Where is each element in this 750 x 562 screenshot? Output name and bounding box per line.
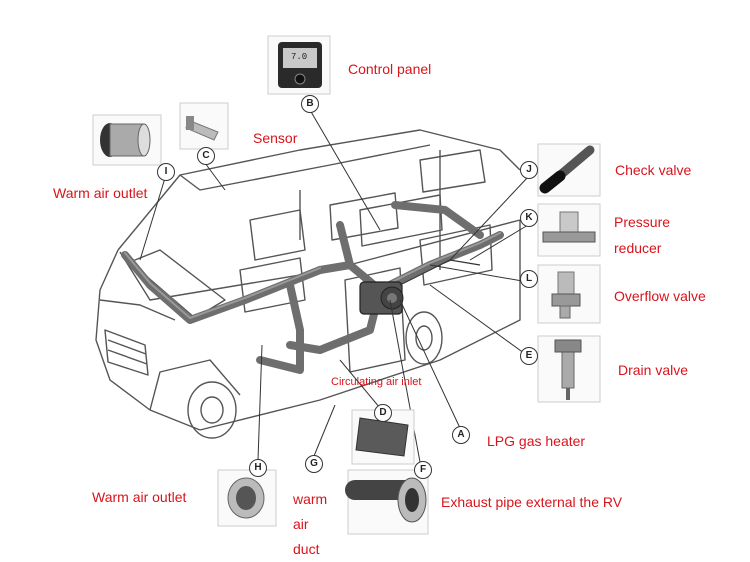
check-valve-thumbnail: [537, 143, 601, 197]
label-warm-air-outlet-top: Warm air outlet: [53, 185, 148, 201]
label-control-panel: Control panel: [348, 61, 432, 77]
label-check-valve: Check valve: [615, 162, 692, 178]
overflow-valve-thumbnail: [537, 264, 601, 324]
label-circulating-air-inlet: Circulating air inlet: [331, 376, 422, 388]
lpg-gas-heater-unit: [359, 281, 404, 315]
callout-e: E: [520, 347, 538, 365]
callout-g: G: [305, 455, 323, 473]
callout-a: A: [452, 426, 470, 444]
control-panel-display-readout: 7.0: [291, 52, 308, 62]
warm-air-outlet-thumbnail-bottom: [217, 469, 277, 527]
exhaust-pipe-thumbnail: [345, 469, 429, 535]
callout-h: H: [249, 459, 267, 477]
callout-b: B: [301, 95, 319, 113]
rv-wheels: [187, 311, 443, 439]
label-warm-air-duct: warm air duct: [293, 491, 328, 557]
label-overflow-valve: Overflow valve: [614, 288, 706, 304]
warm-air-outlet-thumbnail-top: [92, 114, 162, 166]
label-exhaust-pipe: Exhaust pipe external the RV: [441, 494, 623, 510]
label-drain-valve: Drain valve: [618, 362, 689, 378]
label-lpg-gas-heater: LPG gas heater: [487, 433, 586, 449]
callout-f: F: [414, 461, 432, 479]
callout-d: D: [374, 404, 392, 422]
callout-k: K: [520, 209, 538, 227]
rv-body: [95, 129, 521, 431]
pressure-reducer-thumbnail: [537, 203, 601, 257]
leader-lines: [139, 109, 529, 463]
sensor-thumbnail: [179, 102, 229, 150]
callout-l: L: [520, 270, 538, 288]
callout-i: I: [157, 163, 175, 181]
warm-air-ducts: [121, 201, 504, 374]
control-panel-thumbnail: [267, 35, 331, 95]
label-sensor: Sensor: [253, 130, 298, 146]
drain-valve-thumbnail: [537, 335, 601, 403]
callout-j: J: [520, 161, 538, 179]
label-pressure-reducer: Pressure reducer: [614, 214, 671, 256]
callout-c: C: [197, 147, 215, 165]
label-warm-air-outlet-bottom: Warm air outlet: [92, 489, 187, 505]
